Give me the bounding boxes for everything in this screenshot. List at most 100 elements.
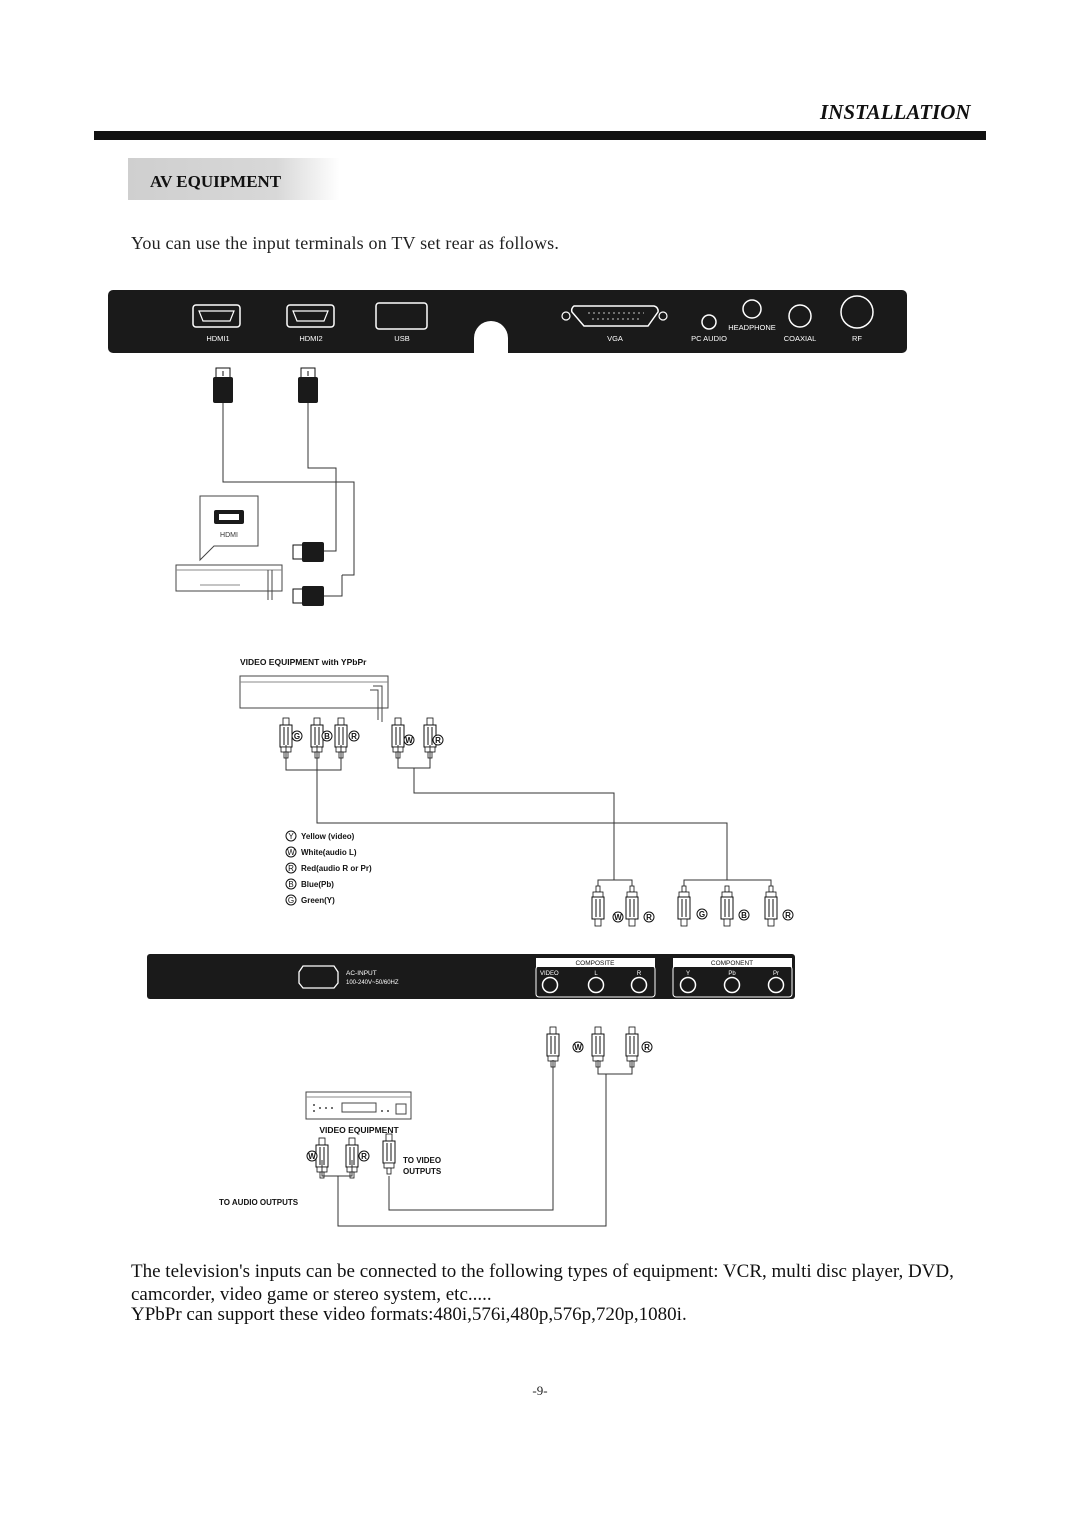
vga-label: VGA [607, 334, 623, 343]
rf-jack [840, 295, 874, 329]
rca-plug-blue-panel [720, 885, 734, 927]
letter-b-panel: B [738, 909, 750, 921]
hdmi-plug-device-1 [292, 542, 324, 562]
headphone-jack [742, 299, 762, 319]
svg-text:Blue(Pb): Blue(Pb) [301, 880, 334, 889]
ypbpr-device-label: VIDEO EQUIPMENT with YPbPr [240, 657, 367, 667]
rca-plug-red-component-panel [764, 885, 778, 927]
letter-w-out: W [572, 1041, 584, 1053]
legend-item: R Red(audio R or Pr) [285, 862, 372, 874]
composite-cables [321, 1060, 633, 1227]
letter-b-device: B [321, 730, 333, 742]
letter-r-panel: R [643, 911, 655, 923]
svg-text:W: W [287, 848, 295, 857]
header-rule [94, 131, 986, 140]
ac-input-label: AC-INPUT [346, 970, 377, 977]
usb-label: USB [394, 334, 409, 343]
svg-text:W: W [614, 913, 622, 922]
l-jack-label: L [594, 971, 598, 977]
letter-g-device: G [291, 730, 303, 742]
vga-port [561, 305, 668, 327]
svg-text:R: R [288, 864, 294, 873]
letter-w-vcr: W [306, 1150, 318, 1162]
tv-rear-panel-bottom: AC-INPUT 100-240V~50/60HZ COMPOSITE VIDE… [147, 954, 795, 999]
rca-plug-video-vcr [382, 1133, 396, 1175]
audio-r-jack [630, 976, 648, 994]
svg-text:G: G [288, 896, 294, 905]
svg-text:R: R [785, 911, 791, 920]
svg-text:R: R [361, 1152, 367, 1161]
pb-jack-label: Pb [728, 971, 736, 977]
to-audio-outputs-label: TO AUDIO OUTPUTS [219, 1198, 299, 1207]
ac-spec-label: 100-240V~50/60HZ [346, 980, 399, 986]
hdmi-plug-device-2 [292, 586, 324, 606]
hdmi1-label: HDMI1 [206, 334, 229, 343]
rca-plug-red-panel [625, 885, 639, 927]
letter-r-vcr: R [358, 1150, 370, 1162]
svg-text:Y: Y [288, 832, 294, 841]
rca-plug-white-panel [591, 885, 605, 927]
legend-item: Y Yellow (video) [285, 830, 355, 842]
svg-text:B: B [288, 880, 293, 889]
pr-jack-label: Pr [773, 971, 779, 977]
svg-text:R: R [351, 732, 357, 741]
hdmi-plug-top-2 [298, 367, 318, 403]
y-jack [679, 976, 697, 994]
letter-w-device: W [403, 734, 415, 746]
pr-jack [767, 976, 785, 994]
rca-plug-red-out [625, 1026, 639, 1068]
component-label: COMPONENT [711, 960, 753, 967]
svg-text:W: W [574, 1043, 582, 1052]
svg-text:Red(audio R or Pr): Red(audio R or Pr) [301, 864, 372, 873]
r-jack-label: R [637, 971, 642, 977]
section-tab-label: AV EQUIPMENT [150, 172, 282, 191]
svg-text:W: W [308, 1152, 316, 1161]
tv-rear-panel-top: HDMI1 HDMI2 USB VGA PC AUDIO HEADPHONE C… [108, 290, 907, 353]
letter-g-panel: G [696, 908, 708, 920]
rca-plug-video-out [546, 1026, 560, 1068]
usb-port [375, 302, 428, 330]
formats-text: YPbPr can support these video formats:48… [131, 1304, 687, 1325]
letter-w-panel: W [612, 911, 624, 923]
video-jack [541, 976, 559, 994]
ypbpr-source-device [239, 675, 389, 722]
pb-jack [723, 976, 741, 994]
page-number: -9- [532, 1383, 548, 1398]
svg-text:G: G [294, 732, 300, 741]
svg-text:R: R [644, 1043, 650, 1052]
section-title: INSTALLATION [820, 100, 971, 124]
description-text: The television's inputs can be connected… [131, 1261, 954, 1305]
headphone-label: HEADPHONE [728, 323, 776, 332]
hdmi2-port [286, 304, 335, 328]
svg-text:R: R [435, 736, 441, 745]
letter-r-out: R [641, 1041, 653, 1053]
svg-text:R: R [646, 913, 652, 922]
hdmi-device-label: HDMI [220, 532, 238, 539]
rca-plug-green-panel [677, 885, 691, 927]
svg-text:B: B [741, 911, 747, 920]
to-video-outputs-line1: TO VIDEO [403, 1156, 441, 1165]
hdmi-plug-top-1 [213, 367, 233, 403]
svg-text:Yellow (video): Yellow (video) [301, 832, 355, 841]
rf-label: RF [852, 334, 862, 343]
component-audio-cables [285, 745, 772, 886]
y-jack-label: Y [686, 971, 690, 977]
hdmi1-port [192, 304, 241, 328]
svg-text:W: W [405, 736, 413, 745]
coaxial-jack [788, 304, 812, 328]
svg-text:Green(Y): Green(Y) [301, 896, 335, 905]
ac-input-socket [298, 965, 339, 989]
hdmi2-label: HDMI2 [299, 334, 322, 343]
pc-audio-label: PC AUDIO [691, 334, 727, 343]
svg-text:B: B [324, 732, 330, 741]
coaxial-label: COAXIAL [784, 334, 817, 343]
video-equipment-device [305, 1091, 412, 1120]
letter-r-audio-device: R [432, 734, 444, 746]
legend-item: B Blue(Pb) [285, 878, 334, 890]
video-equipment-label: VIDEO EQUIPMENT [319, 1125, 399, 1135]
to-video-outputs-line2: OUTPUTS [403, 1167, 442, 1176]
